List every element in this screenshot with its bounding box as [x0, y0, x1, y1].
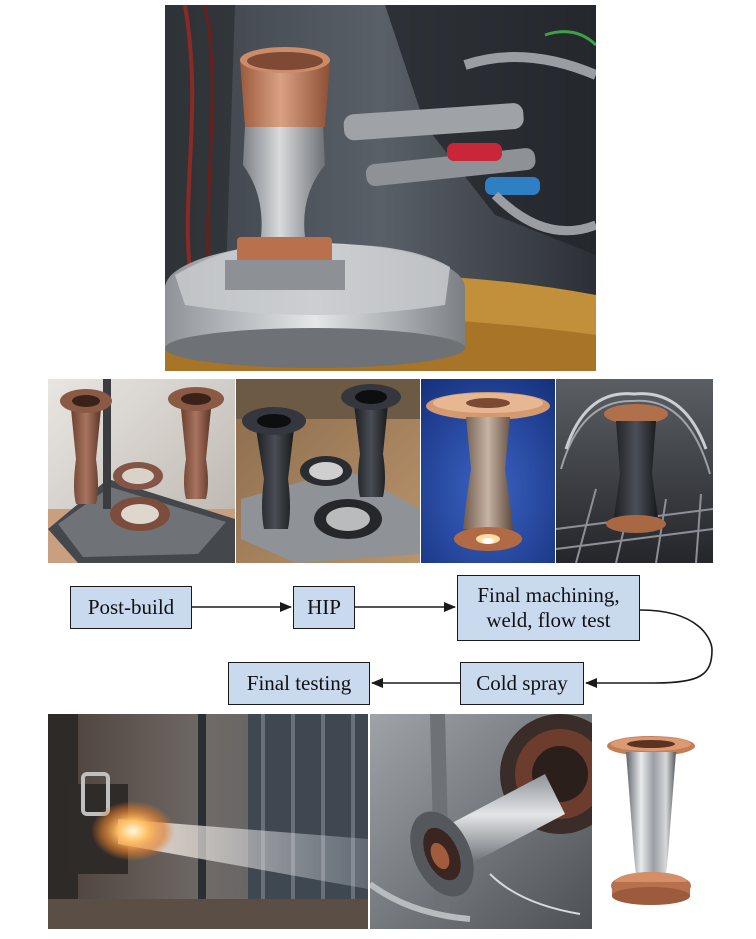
test-stand-photo	[370, 714, 592, 929]
step-hip: HIP	[293, 586, 355, 629]
hot-fire-test-photo	[48, 714, 368, 929]
photo-asbuilt-copper	[48, 379, 235, 563]
step-cold-spray-label: Cold spray	[476, 670, 568, 695]
step-cold-spray: Cold spray	[460, 662, 584, 705]
step-final-machining: Final machining, weld, flow test	[457, 575, 640, 641]
as-built-nozzles-photo	[48, 379, 235, 563]
photo-finished-nozzle	[604, 734, 698, 914]
step-final-testing: Final testing	[228, 662, 370, 705]
finished-nozzle-photo	[604, 734, 698, 914]
machined-nozzle-photo	[421, 379, 555, 563]
step-final-testing-label: Final testing	[246, 670, 352, 695]
step-hip-label: HIP	[307, 594, 341, 619]
photo-cold-spray-setup	[165, 5, 596, 371]
photo-hip-dark	[236, 379, 420, 563]
cold-spray-nozzle-photo	[165, 5, 596, 371]
step-post-build-label: Post-build	[87, 594, 175, 619]
step-post-build: Post-build	[70, 586, 192, 629]
photo-test-stand	[370, 714, 592, 929]
flow-test-photo	[556, 379, 713, 563]
photo-hotfire	[48, 714, 368, 929]
photo-flow-test	[556, 379, 713, 563]
photo-machined-blue	[421, 379, 555, 563]
hip-nozzles-photo	[236, 379, 420, 563]
step-final-machining-label: Final machining, weld, flow test	[477, 582, 620, 632]
